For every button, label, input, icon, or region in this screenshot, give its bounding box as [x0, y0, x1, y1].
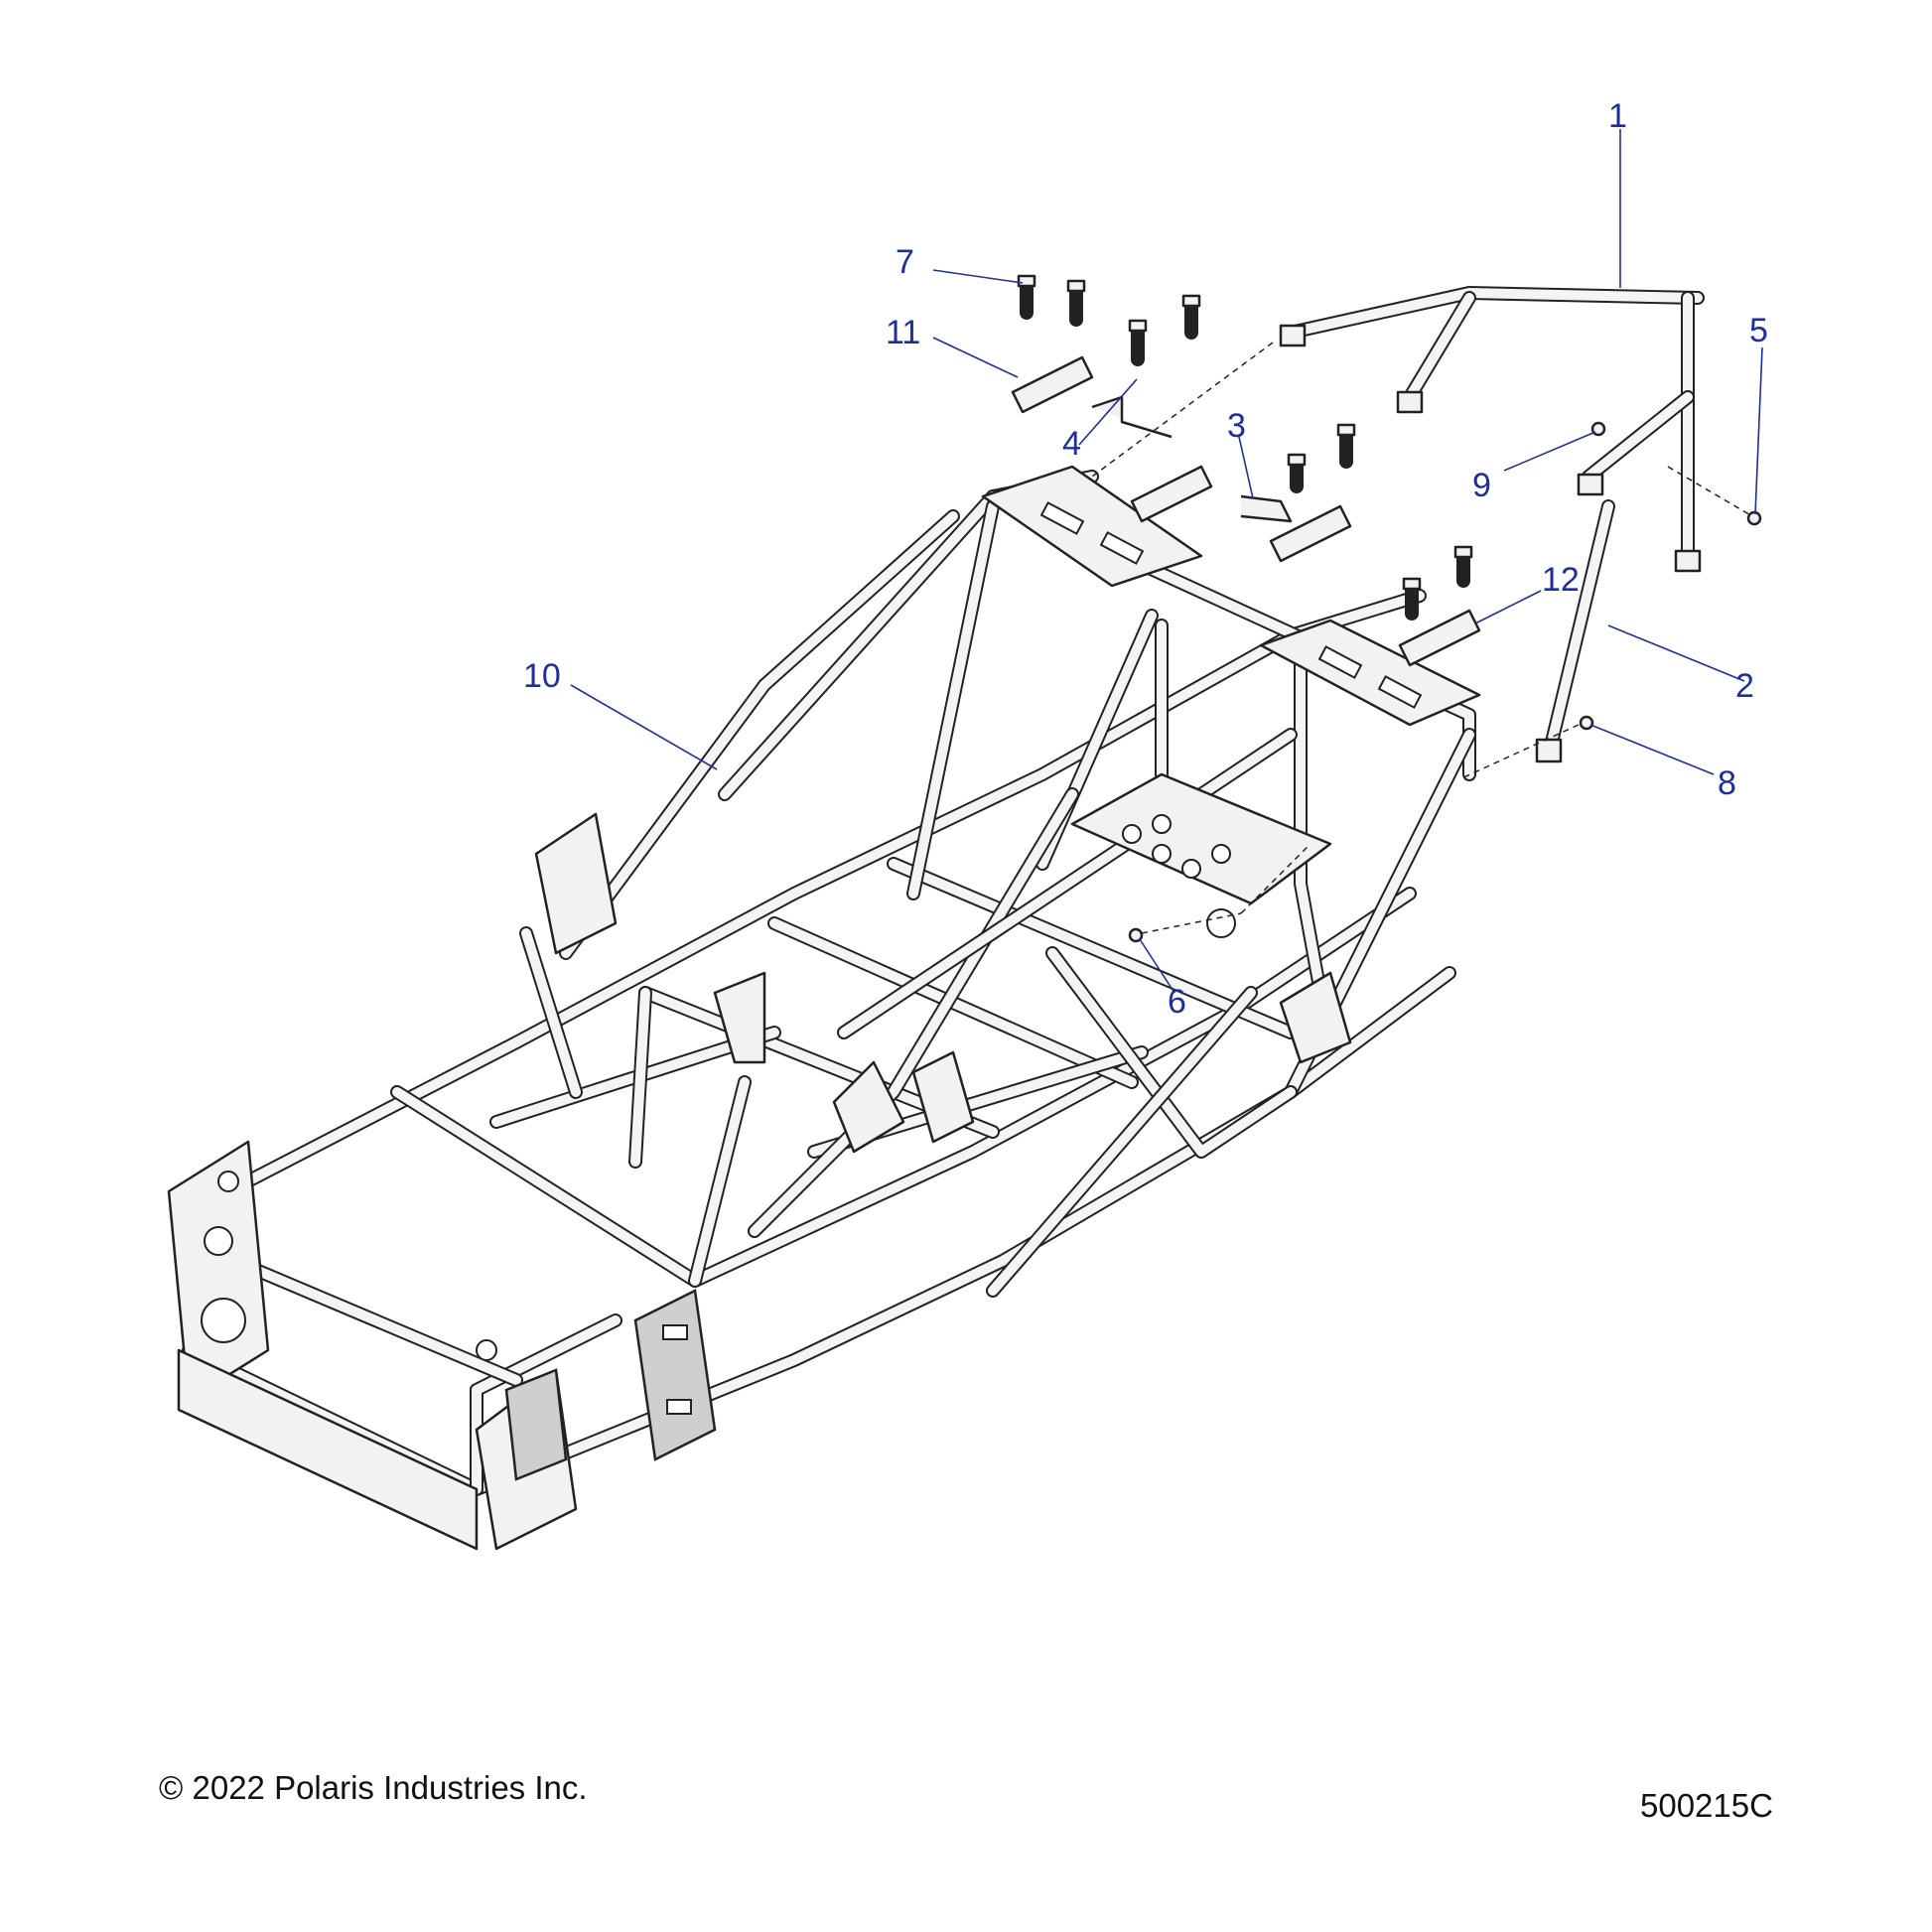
mount-brackets-part-11-12 — [1011, 355, 1481, 667]
frame-top-plates — [981, 465, 1481, 727]
callout-1: 1 — [1608, 97, 1627, 135]
callout-10: 10 — [523, 657, 561, 695]
frame-front-structure — [167, 1140, 717, 1551]
callout-leaders — [570, 129, 1763, 994]
callout-labels: 1 2 3 4 5 6 7 8 9 10 11 12 — [523, 97, 1768, 1021]
callout-3: 3 — [1227, 407, 1246, 445]
copyright-notice: © 2022 Polaris Industries Inc. — [159, 1769, 588, 1806]
main-frame-assembly — [167, 465, 1481, 1551]
bolts-part-7 — [1017, 274, 1473, 621]
frame-lower-rails — [182, 589, 1456, 1496]
upper-crossbar-part-1 — [1279, 286, 1705, 573]
callout-8: 8 — [1718, 764, 1736, 802]
assembly-dashed-lines — [1091, 342, 1753, 934]
frame-roll-cage — [519, 470, 1476, 1298]
callout-7: 7 — [896, 243, 914, 281]
diagonal-brace-part-2 — [1535, 499, 1615, 763]
callout-2: 2 — [1735, 667, 1754, 705]
callout-11: 11 — [886, 314, 920, 351]
callout-5: 5 — [1749, 312, 1768, 349]
callout-4: 4 — [1062, 425, 1081, 463]
drawing-number: 500215C — [1640, 1787, 1773, 1824]
callout-12: 12 — [1542, 561, 1580, 599]
frame-gussets — [534, 812, 1352, 1154]
clamp-parts-3-4 — [1091, 395, 1293, 523]
frame-floor-plate — [1070, 772, 1332, 905]
callout-6: 6 — [1168, 983, 1186, 1021]
callout-9: 9 — [1472, 467, 1491, 504]
